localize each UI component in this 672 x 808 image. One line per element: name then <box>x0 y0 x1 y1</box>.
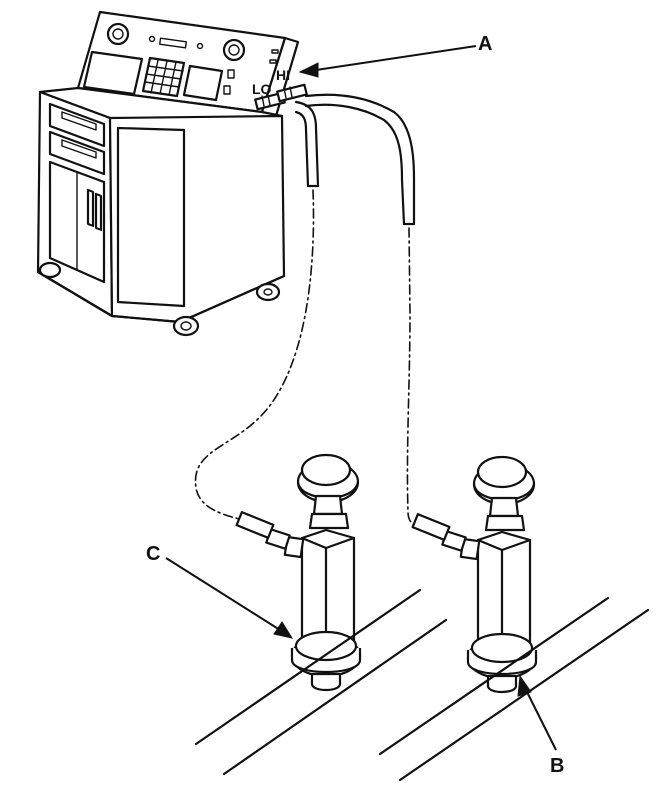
console-front-door <box>48 160 106 284</box>
door-handles-icon <box>86 188 103 231</box>
console-screen-left <box>82 50 144 96</box>
lo-hose-dashed-path <box>194 189 315 523</box>
gauge-left-icon <box>106 22 130 46</box>
port-label-lo: LO <box>252 81 272 97</box>
test-console: LO HI <box>36 10 308 337</box>
callout-b-label: B <box>550 755 564 777</box>
gauge-right-icon <box>222 38 246 62</box>
callout-a: A <box>298 33 492 78</box>
caster-wheels-icon <box>38 261 281 337</box>
drawer-middle <box>48 130 106 176</box>
floor-rails <box>194 588 650 782</box>
port-label-hi: HI <box>276 67 290 83</box>
callout-a-label: A <box>478 33 492 55</box>
hi-hose <box>304 93 421 529</box>
hose-fittings-icon <box>254 83 308 111</box>
keypad-icon <box>141 56 186 98</box>
callout-b: B <box>517 674 564 777</box>
console-side-door <box>116 126 186 308</box>
callout-c: C <box>146 543 294 639</box>
actuator-right <box>411 455 538 694</box>
actuator-left <box>235 453 362 692</box>
console-screen-right <box>182 64 224 102</box>
lo-hose <box>194 100 320 523</box>
hi-hose-dashed-path <box>406 227 421 529</box>
callout-c-label: C <box>146 543 160 565</box>
drawer-top <box>48 102 106 148</box>
